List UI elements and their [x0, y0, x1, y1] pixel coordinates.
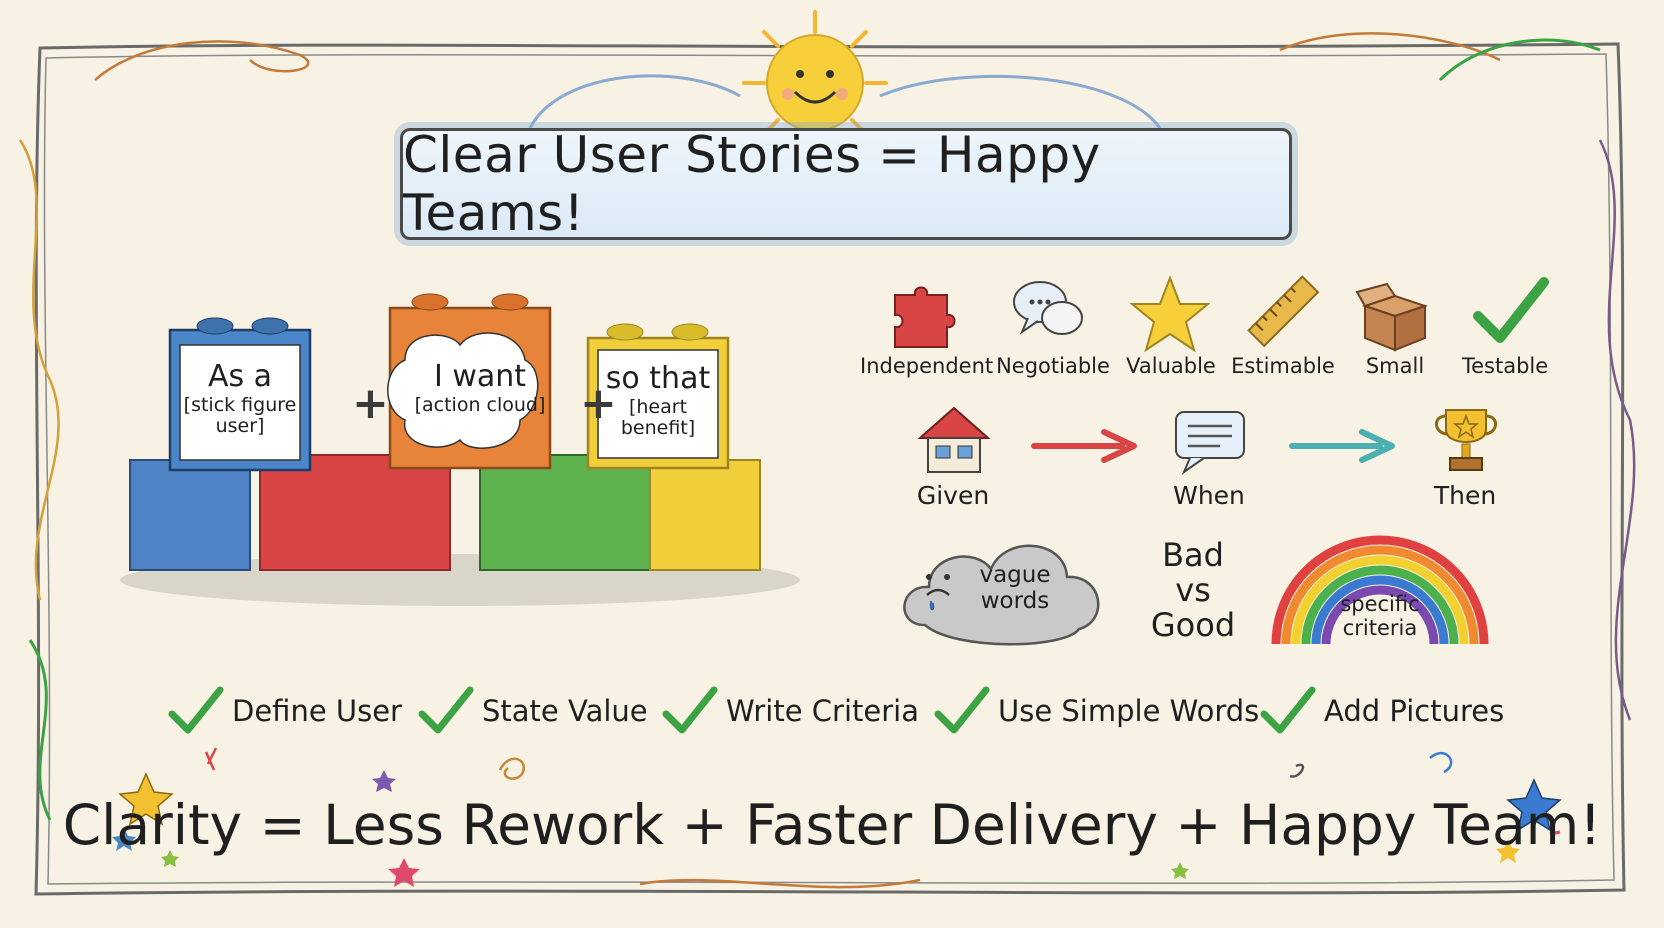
plus-sign-1: +	[352, 378, 389, 429]
checklist-label: Use Simple Words	[998, 694, 1260, 728]
invest-testable-label: Testable	[1461, 354, 1549, 378]
checklist-item-use-simple-words: Use Simple Words	[934, 686, 1259, 736]
checkmark-icon	[934, 686, 990, 734]
checklist-label: Add Pictures	[1324, 694, 1505, 728]
checkmark-icon	[1260, 686, 1316, 734]
gwt-when-label: When	[1173, 481, 1245, 510]
invest-valuable-label: Valuable	[1126, 354, 1216, 378]
page-title: Clear User Stories = Happy Teams!	[403, 126, 1101, 242]
vague-words-label: vague words	[979, 562, 1051, 615]
checklist-label: State Value	[482, 694, 648, 728]
block-so-that: so that [heart benefit]	[598, 361, 718, 440]
invest-estimable-label: Estimable	[1231, 354, 1335, 378]
bad-label: Bad	[1162, 536, 1224, 574]
good-label: Good	[1150, 606, 1236, 645]
box-icon	[1355, 282, 1429, 352]
plus-sign-2: +	[580, 378, 617, 429]
checklist-item-define-user: Define User	[168, 686, 402, 736]
checkmark-icon	[418, 686, 474, 734]
block-i-want-title: I want	[433, 359, 527, 394]
checklist-label: Write Criteria	[726, 694, 919, 728]
message-icon	[1175, 411, 1245, 475]
block-as-a-detail: [stick figure user]	[183, 393, 297, 438]
rainbow-icon	[1271, 535, 1489, 645]
checklist-label: Define User	[232, 694, 402, 728]
bad-vs-good-text: Bad vs Good	[1148, 536, 1238, 645]
ruler-icon	[1247, 275, 1320, 348]
gwt-given-label: Given	[916, 481, 990, 510]
title-banner: Clear User Stories = Happy Teams!	[400, 126, 1292, 242]
checkmark-icon	[168, 686, 224, 734]
invest-independent-label: Independent	[860, 354, 994, 378]
speech-bubbles-icon	[1013, 281, 1083, 335]
star-icon	[1130, 275, 1210, 353]
checklist-item-add-pictures: Add Pictures	[1260, 686, 1504, 736]
invest-negotiable-label: Negotiable	[996, 354, 1110, 378]
block-as-a: As a [stick figure user]	[180, 359, 300, 438]
sad-cloud-icon	[903, 544, 1100, 646]
teal-arrow-icon	[1289, 429, 1395, 463]
block-so-that-title: so that	[605, 361, 711, 396]
invest-small-label: Small	[1365, 354, 1425, 378]
checkmark-icon	[662, 686, 718, 734]
checklist-item-state-value: State Value	[418, 686, 648, 736]
block-as-a-title: As a	[207, 359, 273, 394]
house-icon	[917, 406, 991, 473]
checklist-item-write-criteria: Write Criteria	[662, 686, 919, 736]
checkmark-icon	[1473, 277, 1549, 343]
block-i-want: I want [action cloud]	[405, 359, 555, 416]
gwt-then-label: Then	[1433, 481, 1497, 510]
specific-criteria-label: specific criteria	[1340, 592, 1420, 641]
puzzle-icon	[894, 286, 956, 348]
trophy-icon	[1435, 409, 1497, 471]
block-so-that-detail: [heart benefit]	[620, 395, 696, 440]
confetti-stars-decoration	[112, 747, 1562, 887]
building-blocks-illustration	[120, 293, 800, 606]
block-i-want-detail: [action cloud]	[414, 393, 546, 416]
bottom-tagline: Clarity = Less Rework + Faster Delivery …	[62, 793, 1602, 857]
vs-label: vs	[1175, 571, 1211, 610]
red-arrow-icon	[1031, 429, 1137, 463]
